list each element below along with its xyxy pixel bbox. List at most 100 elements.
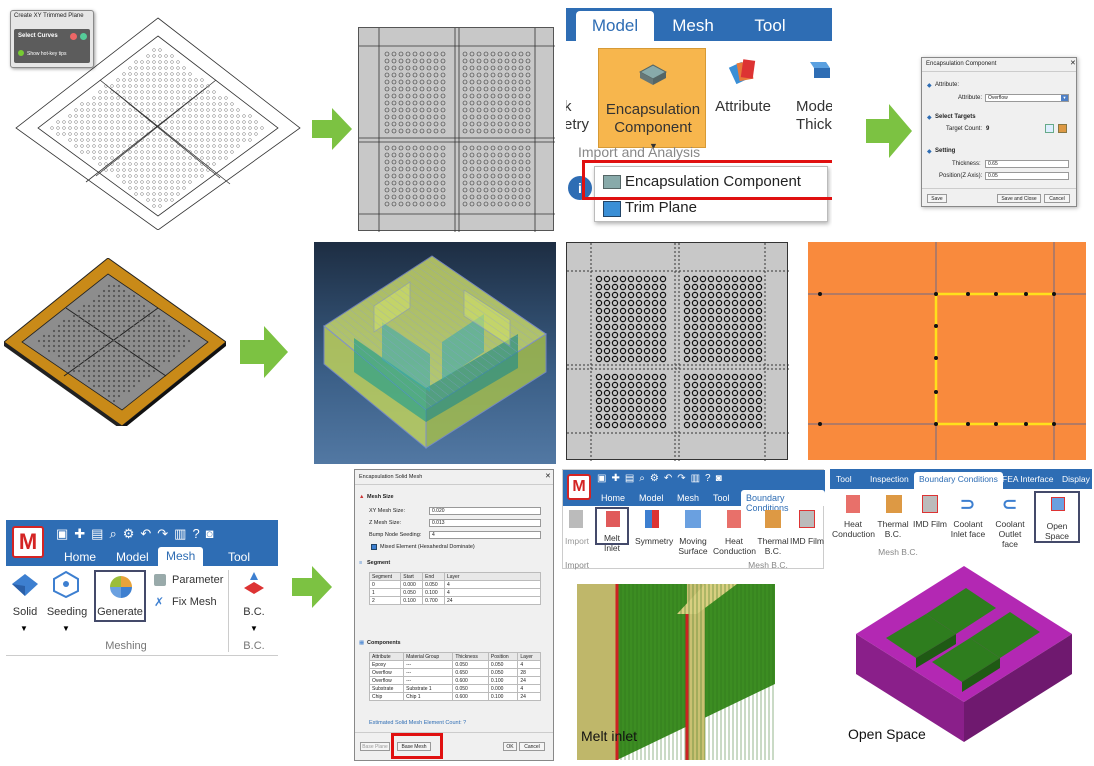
tab-model[interactable]: Model (639, 493, 664, 503)
hole-dot (412, 86, 418, 92)
tab-model[interactable]: Model (116, 550, 149, 564)
seeding-button[interactable]: Seeding (46, 606, 88, 618)
tab-boundary-conditions[interactable]: Boundary Conditions (741, 490, 825, 513)
hole-dot (518, 194, 524, 200)
bc-button[interactable]: B.C. (243, 606, 265, 618)
thermal-bc-button[interactable]: Thermal B.C. (877, 519, 909, 539)
table-row[interactable]: 2 0.100 0.700 24 (368, 596, 541, 605)
parameter-button[interactable]: Parameter (172, 574, 224, 586)
confirm-dot-icon[interactable] (80, 33, 87, 40)
tab-mesh[interactable]: Mesh (158, 547, 204, 566)
select-curves-box[interactable]: Select Curves Show hot-key tips (14, 29, 90, 63)
hole-dot (391, 152, 397, 158)
hole-dot (739, 323, 747, 331)
coolant-outlet-face-button[interactable]: Coolant Outlet face (995, 519, 1025, 549)
attribute-button[interactable]: Attribute (715, 98, 771, 115)
attribute-select[interactable]: Overflow (985, 94, 1069, 102)
imd-film-button[interactable]: IMD Film (913, 519, 947, 529)
table-row[interactable]: Chip Chip 1 0.600 0.100 24 (368, 692, 541, 701)
bump-node-seeding-input[interactable]: 4 (429, 531, 541, 539)
tab-fea-interface[interactable]: FEA Interface (1002, 474, 1054, 484)
hole-dot (158, 138, 162, 142)
thermal-bc-button[interactable]: Thermal B.C. (757, 536, 789, 556)
cancel-button[interactable]: Cancel (519, 742, 545, 751)
hole-dot (627, 405, 635, 413)
table-row[interactable]: Overflow --- 0.650 0.050 28 (368, 668, 541, 677)
menu-item-encapsulation-component[interactable]: Encapsulation Component (625, 173, 801, 190)
quick-access-toolbar[interactable]: ▣✚▤⌕⚙↶↷▥?◙ (597, 473, 727, 484)
save-and-close-button[interactable]: Save and Close (997, 194, 1041, 203)
hole-dot (152, 186, 156, 190)
moving-surface-button[interactable]: Moving Surface (678, 536, 708, 556)
table-row[interactable]: Epoxy --- 0.050 0.050 4 (368, 660, 541, 669)
mixed-element-checkbox[interactable] (371, 544, 377, 550)
symmetry-button[interactable]: Symmetry (635, 536, 674, 546)
generate-button[interactable]: Generate (94, 570, 146, 622)
encapsulation-component-button[interactable]: Encapsulation Component ▼ (598, 48, 706, 151)
hotkey-tips-label[interactable]: Show hot-key tips (27, 51, 67, 57)
hole-dot (188, 84, 192, 88)
tab-tool[interactable]: Tool (228, 550, 251, 564)
ok-button[interactable]: OK (503, 742, 517, 751)
fix-mesh-button[interactable]: Fix Mesh (172, 596, 217, 608)
tab-model[interactable]: Model (576, 11, 654, 41)
tab-boundary-conditions[interactable]: Boundary Conditions (914, 472, 1003, 489)
hole-dot (132, 324, 136, 328)
heat-conduction-button[interactable]: Heat Conduction (713, 536, 757, 556)
tab-mesh[interactable]: Mesh (672, 16, 714, 35)
import-button[interactable]: Import (564, 536, 590, 546)
hole-dot (146, 72, 150, 76)
xy-mesh-size-input[interactable]: 0.020 (429, 507, 541, 515)
hole-dot (87, 314, 91, 318)
table-row[interactable]: Overflow --- 0.600 0.100 24 (368, 676, 541, 685)
dropdown-arrow-icon[interactable]: ▼ (20, 624, 28, 633)
cancel-button[interactable]: Cancel (1044, 194, 1070, 203)
pick-target-icon[interactable] (1045, 124, 1054, 133)
coolant-inlet-face-button[interactable]: Coolant Inlet face (950, 519, 986, 539)
hole-dot (490, 65, 496, 71)
melt-inlet-button[interactable]: Melt Inlet (595, 507, 629, 553)
table-row[interactable]: 0 0.000 0.050 4 (368, 580, 541, 589)
hole-dot (164, 66, 168, 70)
tab-mesh[interactable]: Mesh (677, 493, 700, 503)
position-input[interactable]: 0.05 (985, 172, 1069, 180)
table-row[interactable]: 1 0.050 0.100 4 (368, 588, 541, 597)
save-button[interactable]: Save (927, 194, 947, 203)
imd-film-button[interactable]: IMD Film (790, 536, 824, 546)
base-mesh-button[interactable]: Base Mesh (397, 742, 431, 751)
z-mesh-size-input[interactable]: 0.013 (429, 519, 541, 527)
hole-dot (194, 114, 198, 118)
thickness-input[interactable]: 0.65 (985, 160, 1069, 168)
target-list-icon[interactable] (1058, 124, 1067, 133)
chevron-down-icon[interactable]: ▼ (1061, 95, 1068, 101)
dropdown-arrow-icon[interactable]: ▼ (649, 141, 658, 151)
dropdown-arrow-icon[interactable]: ▼ (62, 624, 70, 633)
table-row[interactable]: Substrate Substrate 1 0.050 0.000 4 (368, 684, 541, 693)
hole-dot (142, 334, 146, 338)
setting-header: Setting (935, 148, 956, 154)
hole-dot (107, 344, 111, 348)
heat-conduction-button[interactable]: Heat Conduction (832, 519, 876, 539)
menu-item-trim-plane[interactable]: Trim Plane (625, 199, 697, 216)
hole-dot (104, 108, 108, 112)
dropdown-arrow-icon[interactable]: ▼ (250, 624, 258, 633)
tab-home[interactable]: Home (64, 550, 97, 564)
cell: 0.050 (452, 684, 489, 693)
quick-access-toolbar[interactable]: ▣✚▤⌕⚙↶↷▥?◙ (56, 526, 220, 541)
tab-tool[interactable]: Tool (754, 16, 786, 35)
tab-tool[interactable]: Tool (836, 474, 852, 484)
tab-tool[interactable]: Tool (713, 493, 730, 503)
hole-dot (731, 405, 739, 413)
open-space-button[interactable]: Open Space (1034, 491, 1080, 543)
tab-display[interactable]: Display (1062, 474, 1090, 484)
close-icon[interactable]: ✕ (1070, 60, 1076, 67)
base-plane-button[interactable]: Base Plane (360, 742, 390, 751)
cancel-dot-icon[interactable] (70, 33, 77, 40)
tab-home[interactable]: Home (601, 493, 626, 503)
mode-thickness-button[interactable]: Mode Thickn (796, 98, 832, 134)
hole-dot (112, 374, 116, 378)
tab-inspection[interactable]: Inspection (870, 474, 909, 484)
close-icon[interactable]: ✕ (545, 473, 551, 480)
hole-dot (739, 347, 747, 355)
solid-button[interactable]: Solid (12, 606, 38, 618)
